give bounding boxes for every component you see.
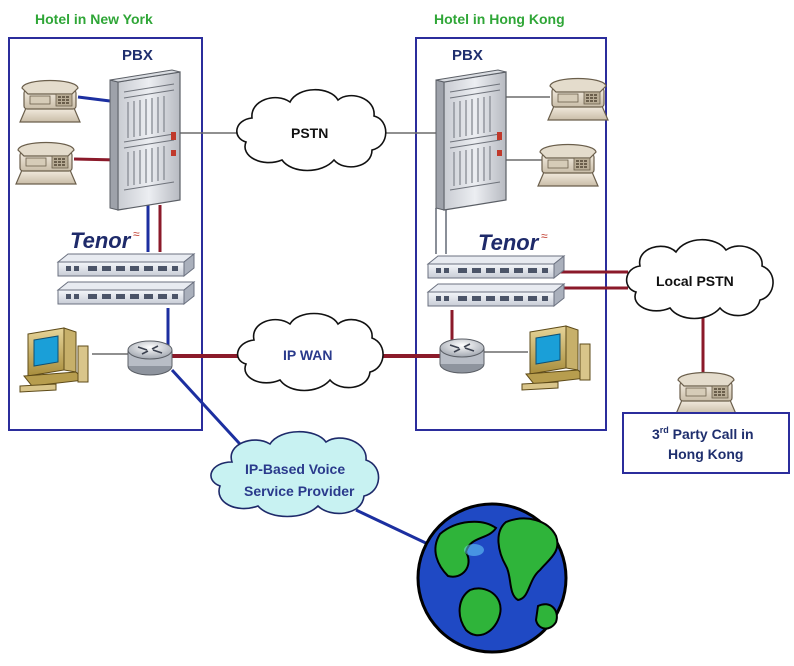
third-party-line1: 3rd Party Call in [652, 425, 754, 442]
phone-icon [675, 371, 737, 415]
router-icon [127, 340, 173, 376]
phone-icon [15, 141, 77, 185]
tenor-ny-label: Tenor [70, 228, 132, 253]
phone-icon [547, 77, 609, 121]
voip-provider-line2: Service Provider [244, 483, 355, 499]
pstn-label: PSTN [291, 125, 328, 141]
tenor-gateway-icon [427, 255, 565, 279]
hong-kong-title: Hotel in Hong Kong [434, 11, 565, 27]
pstn-cloud-icon [236, 89, 387, 172]
computer-icon [521, 325, 591, 391]
ip-wan-label: IP WAN [283, 347, 333, 363]
local-pstn-cloud-icon [625, 239, 774, 320]
hong-kong-hotel-frame [415, 37, 607, 431]
phone-icon [537, 143, 599, 187]
pbx-rack-icon [435, 69, 507, 211]
ip-wan-cloud-icon [236, 312, 384, 392]
pbx-rack-icon [109, 69, 181, 211]
connection-lines [73, 95, 705, 547]
tenor-gateway-icon [427, 283, 565, 307]
pbx-hk-label: PBX [452, 47, 483, 64]
new-york-hotel-frame [8, 37, 203, 431]
tenor-hk-label: Tenor [478, 230, 540, 255]
tenor-gateway-icon [57, 253, 195, 277]
third-party-box [622, 412, 790, 474]
tenor-ny-mark: ≈ [133, 227, 140, 241]
new-york-title: Hotel in New York [35, 11, 153, 27]
voip-provider-line1: IP-Based Voice [245, 461, 345, 477]
third-party-line2: Hong Kong [668, 446, 743, 462]
router-icon [439, 338, 485, 374]
computer-icon [19, 327, 89, 393]
link-voip-globe [355, 508, 431, 547]
phone-icon [19, 79, 81, 123]
link-router-ny-voip [170, 368, 252, 457]
tenor-gateway-icon [57, 281, 195, 305]
pbx-ny-label: PBX [122, 47, 153, 64]
globe-icon [416, 502, 568, 654]
local-pstn-label: Local PSTN [656, 273, 734, 289]
voip-provider-cloud-icon [210, 431, 380, 518]
tenor-hk-mark: ≈ [541, 229, 548, 243]
